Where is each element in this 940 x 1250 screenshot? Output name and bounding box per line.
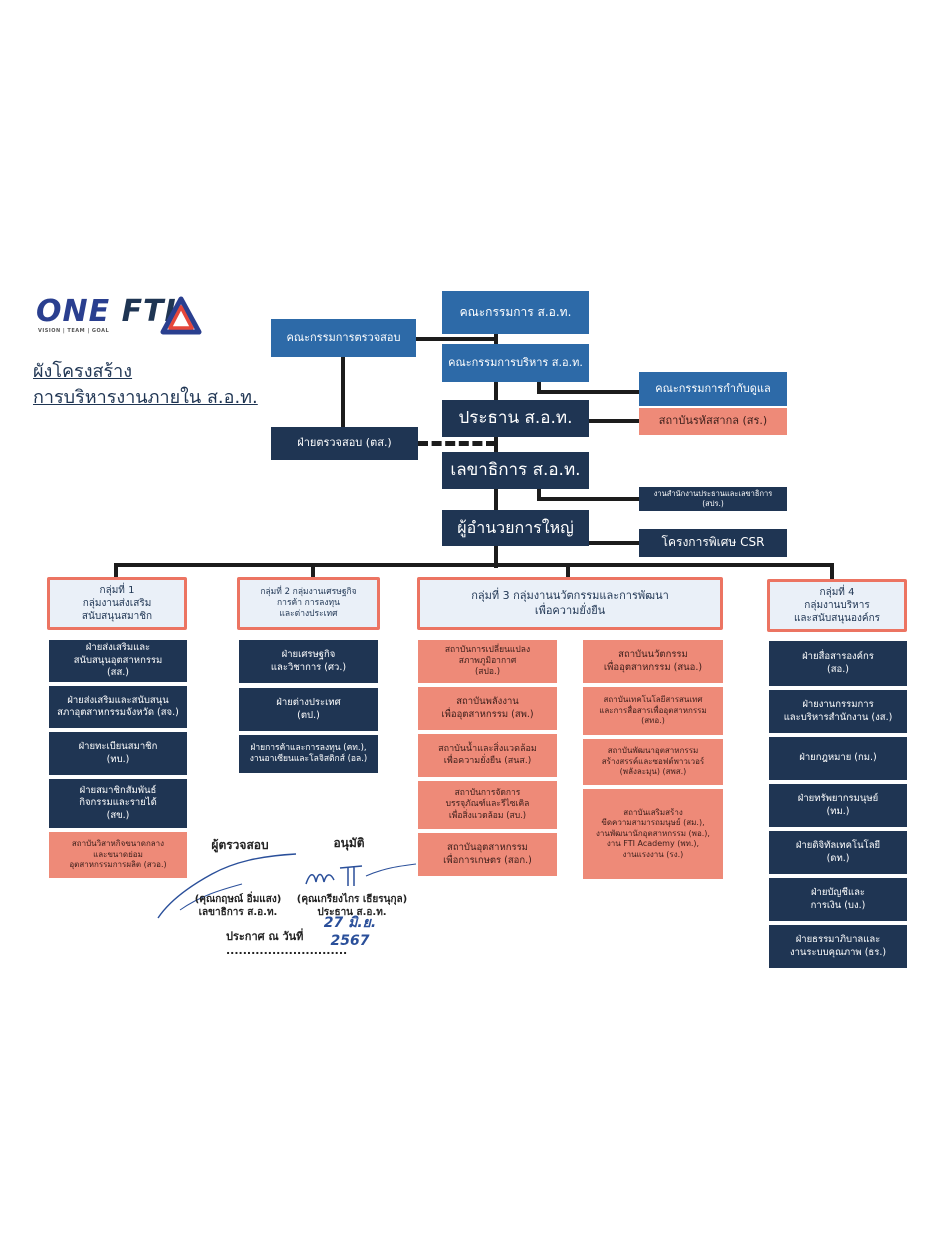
group2-header: กลุ่มที่ 2 กลุ่มงานเศรษฐกิจ การค้า การลง… xyxy=(237,577,380,630)
group3-institute-right: สถาบันเสริมสร้าง ขีดความสามารถมนุษย์ (สม… xyxy=(583,789,723,879)
group4-unit: ฝ่ายดิจิทัลเทคโนโลยี (ดท.) xyxy=(769,831,907,874)
logo-tagline: VISION | TEAM | GOAL xyxy=(38,328,110,334)
triangle-logo-icon xyxy=(160,296,202,335)
approver-label: อนุมัติ xyxy=(333,836,365,850)
group3-drop xyxy=(566,563,570,577)
group3-institute-right: สถาบันพัฒนาอุตสาหกรรม สร้างสรรค์และซอฟต์… xyxy=(583,739,723,785)
audit-committee-link xyxy=(406,337,498,341)
group3-institute-left: สถาบันการจัดการ บรรจุภัณฑ์และรีไซเคิล เพ… xyxy=(418,781,557,829)
csr-box: โครงการพิเศษ CSR xyxy=(639,529,787,557)
audit-committee-drop xyxy=(341,357,345,427)
gs1-link xyxy=(587,419,640,423)
group2-unit: ฝ่ายการค้าและการลงทุน (คท.), งานอาเซียนแ… xyxy=(239,735,378,773)
group4-unit: ฝ่ายสื่อสารองค์กร (สอ.) xyxy=(769,641,907,686)
executive-committee-box: คณะกรรมการบริหาร ส.อ.ท. xyxy=(442,344,589,382)
page-title-line2: การบริหารงานภายใน ส.อ.ท. xyxy=(33,387,258,408)
group3-institute-left: สถาบันการเปลี่ยนแปลง สภาพภูมิอากาศ (สปอ.… xyxy=(418,640,557,683)
group4-drop xyxy=(830,563,834,579)
dashed-audit-link xyxy=(418,441,496,446)
group1-drop xyxy=(114,563,118,577)
group4-unit: ฝ่ายบัญชีและ การเงิน (บง.) xyxy=(769,878,907,921)
group1-unit: ฝ่ายส่งเสริมและ สนับสนุนอุตสาหกรรม (สส.) xyxy=(49,640,187,682)
group1-unit: ฝ่ายสมาชิกสัมพันธ์ กิจกรรมและรายได้ (สข.… xyxy=(49,779,187,828)
audit-committee-box: คณะกรรมการตรวจสอบ xyxy=(271,319,416,357)
group3-institute-left: สถาบันน้ำและสิ่งแวดล้อม เพื่อความยั่งยืน… xyxy=(418,734,557,777)
group1-header: กลุ่มที่ 1 กลุ่มงานส่งเสริม สนับสนุนสมาช… xyxy=(47,577,187,630)
group4-unit: ฝ่ายธรรมาภิบาลและ งานระบบคุณภาพ (ธร.) xyxy=(769,925,907,968)
exec-branch-drop xyxy=(537,382,541,392)
group2-unit: ฝ่ายต่างประเทศ (ตป.) xyxy=(239,688,378,731)
chairman-box: ประธาน ส.อ.ท. xyxy=(442,400,589,437)
president-box: ผู้อำนวยการใหญ่ xyxy=(442,510,589,546)
spine-line xyxy=(494,334,498,568)
group4-unit: ฝ่ายกฎหมาย (กม.) xyxy=(769,737,907,780)
office-branch-drop xyxy=(537,489,541,501)
board-box: คณะกรรมการ ส.อ.ท. xyxy=(442,291,589,334)
group4-unit: ฝ่ายทรัพยากรมนุษย์ (ทม.) xyxy=(769,784,907,827)
group3-institute-right: สถาบันเทคโนโลยีสารสนเทศ และการสื่อสารเพื… xyxy=(583,687,723,735)
office-box: งานสำนักงานประธานและเลขาธิการ (สปร.) xyxy=(639,487,787,511)
reviewer-label: ผู้ตรวจสอบ xyxy=(211,838,269,852)
logo-one: ONE xyxy=(36,294,122,329)
office-link xyxy=(537,497,640,501)
stamp-date: 27 มิ.ย. 2567 xyxy=(323,915,377,949)
reviewer-name: (คุณกฤษณ์ อิ่มแสง) เลขาธิการ ส.อ.ท. xyxy=(194,894,282,918)
csr-link xyxy=(587,541,640,545)
internal-audit-box: ฝ่ายตรวจสอบ (ตส.) xyxy=(271,427,418,460)
group2-drop xyxy=(311,563,315,577)
group4-header: กลุ่มที่ 4 กลุ่มงานบริหาร และสนับสนุนองค… xyxy=(767,579,907,632)
group1-unit: ฝ่ายทะเบียนสมาชิก (ทบ.) xyxy=(49,732,187,775)
secretary-general-box: เลขาธิการ ส.อ.ท. xyxy=(442,452,589,489)
reviewer-signature-icon xyxy=(157,853,297,919)
governance-committee-box: คณะกรรมการกำกับดูแล xyxy=(639,372,787,406)
approver-name: (คุณเกรียงไกร เธียรนุกุล) ประธาน ส.อ.ท. xyxy=(296,894,408,918)
group3-institute-left: สถาบันพลังงาน เพื่ออุตสาหกรรม (สพ.) xyxy=(418,687,557,730)
groups-bar xyxy=(114,563,834,567)
governance-link xyxy=(537,390,640,394)
page-title-line1: ผังโครงสร้าง xyxy=(33,361,133,382)
group1-institute: สถาบันวิสาหกิจขนาดกลาง และขนาดย่อม อุตสา… xyxy=(49,832,187,878)
group3-institute-left: สถาบันอุตสาหกรรม เพื่อการเกษตร (สอก.) xyxy=(418,833,557,876)
group3-institute-right: สถาบันนวัตกรรม เพื่ออุตสาหกรรม (สนอ.) xyxy=(583,640,723,683)
one-fti-logo: ONE FTI VISION | TEAM | GOAL xyxy=(36,296,202,338)
announce-date: ประกาศ ณ วันที่ ........................… xyxy=(226,930,348,957)
logo-wordmark: ONE FTI xyxy=(36,296,177,328)
approver-signature-icon xyxy=(305,863,417,886)
group3-header: กลุ่มที่ 3 กลุ่มงานนวัตกรรมและการพัฒนา เ… xyxy=(417,577,723,630)
group4-unit: ฝ่ายงานกรรมการ และบริหารสำนักงาน (งส.) xyxy=(769,690,907,733)
gs1-institute-box: สถาบันรหัสสากล (สร.) xyxy=(639,408,787,435)
group2-unit: ฝ่ายเศรษฐกิจ และวิชาการ (ศว.) xyxy=(239,640,378,683)
group1-unit: ฝ่ายส่งเสริมและสนับสนุน สภาอุตสาหกรรมจัง… xyxy=(49,686,187,728)
